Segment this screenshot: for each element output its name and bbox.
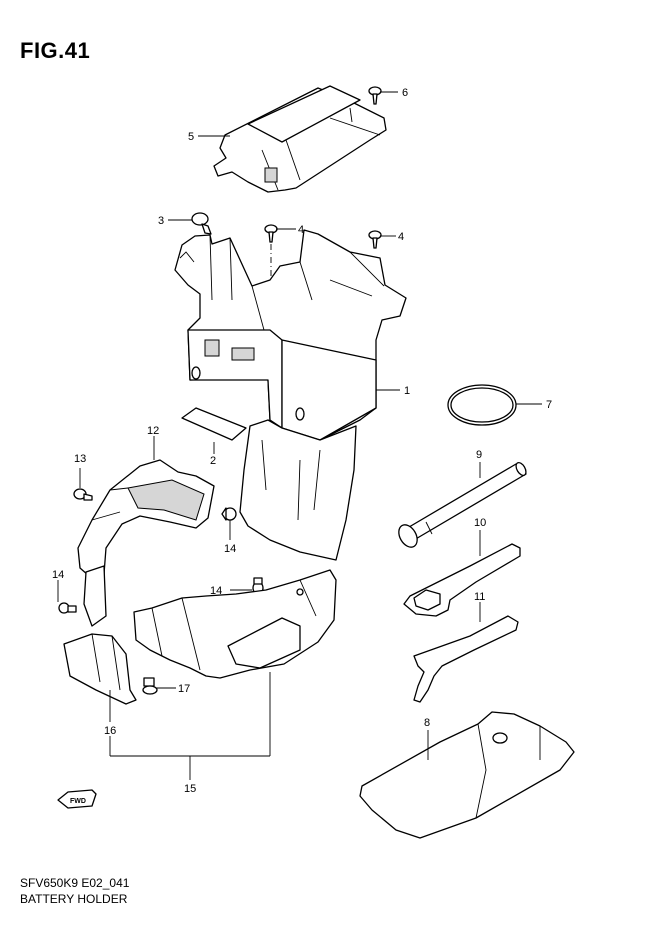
part-14-fastener-a (221, 507, 237, 521)
part-9-socket-tool (398, 461, 527, 548)
part-1-battery-holder (174, 229, 407, 441)
part-12-side-cover (77, 459, 215, 583)
diagram-caption: BATTERY HOLDER (20, 892, 128, 906)
callout-16: 16 (104, 725, 116, 737)
callout-8: 8 (424, 717, 430, 729)
fwd-arrow: FWD (57, 789, 97, 809)
callout-4a: 4 (298, 224, 304, 236)
callout-11: 11 (474, 591, 485, 603)
part-7-o-ring (447, 384, 517, 426)
leader-lines (57, 91, 542, 780)
part-10-spanner (403, 543, 521, 617)
part-5-upper-bracket (213, 85, 387, 193)
part-11-hook-wrench (413, 615, 519, 703)
callout-6: 6 (402, 87, 408, 99)
fwd-label: FWD (70, 798, 86, 805)
part-13-bolt (73, 488, 93, 501)
callout-14b: 14 (210, 585, 222, 597)
callout-12: 12 (147, 425, 159, 437)
diagram-code: SFV650K9 E02_041 (20, 876, 130, 890)
callout-3: 3 (158, 215, 164, 227)
left-bracket (83, 565, 107, 627)
part-16-small-cover (63, 633, 137, 705)
part-4-screw-right (368, 230, 382, 249)
part-2-pad (181, 407, 247, 441)
callout-15: 15 (184, 783, 196, 795)
callout-2: 2 (210, 455, 216, 467)
callout-14c: 14 (52, 569, 64, 581)
part-3-bolt (191, 212, 212, 235)
callout-4b: 4 (398, 231, 404, 243)
callout-7: 7 (546, 399, 552, 411)
callout-10: 10 (474, 517, 486, 529)
part-6-screw (368, 86, 382, 105)
part-4-screw-left (264, 224, 278, 280)
callout-5: 5 (188, 131, 194, 143)
part-17-bolt (142, 677, 158, 695)
callout-1: 1 (404, 385, 410, 397)
callout-13: 13 (74, 453, 86, 465)
part-14-fastener-c (58, 602, 77, 614)
callout-labels: 5 6 3 4 4 1 7 2 12 13 14 9 10 11 8 14 14… (52, 87, 552, 795)
callout-9: 9 (476, 449, 482, 461)
callout-17: 17 (178, 683, 190, 695)
lower-flap (239, 419, 357, 561)
figure-title: FIG.41 (20, 38, 91, 63)
part-8-tool-bag (359, 711, 575, 839)
callout-14a: 14 (224, 543, 236, 555)
part-15-lower-cover (133, 569, 337, 679)
